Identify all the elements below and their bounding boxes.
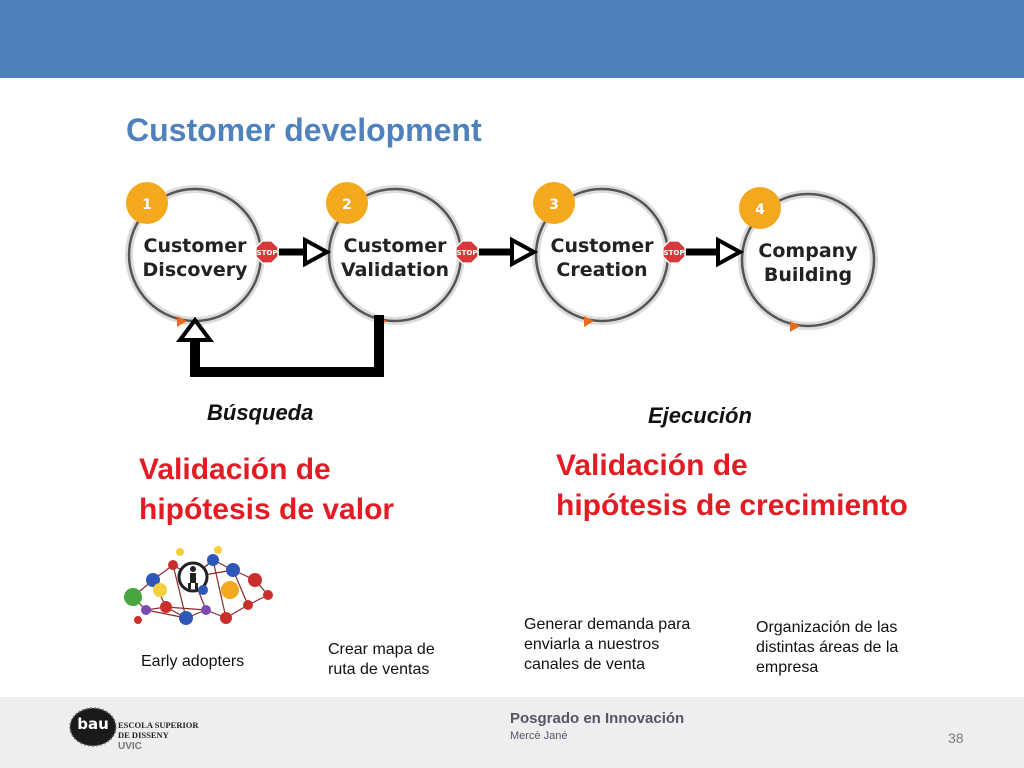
step-label-line1: Customer bbox=[551, 235, 655, 257]
demand-generation-line3: canales de venta bbox=[524, 656, 645, 673]
organization-line1: Organización de las bbox=[756, 619, 898, 636]
feedback-loop-arrowhead bbox=[176, 316, 214, 342]
sales-roadmap-line2: ruta de ventas bbox=[328, 661, 430, 678]
stop-sign-icon bbox=[255, 240, 279, 264]
step-number-badge bbox=[533, 182, 575, 224]
stop-sign-label: STOP bbox=[664, 249, 685, 257]
stop-sign-label: STOP bbox=[257, 249, 278, 257]
step-label-line1: Customer bbox=[144, 235, 248, 257]
step-label-line2: Validation bbox=[341, 259, 449, 281]
page-number: 38 bbox=[948, 730, 964, 746]
step-label-line1: Company bbox=[758, 240, 858, 262]
step-connector: STOP bbox=[455, 236, 539, 268]
stop-sign-icon bbox=[455, 240, 479, 264]
growth-hypothesis-line2: hipótesis de crecimiento bbox=[556, 489, 908, 522]
demand-generation-note: Generar demanda para enviarla a nuestros… bbox=[524, 615, 690, 675]
arrowhead-icon bbox=[716, 236, 745, 268]
step-number: 4 bbox=[755, 202, 765, 218]
early-adopters-caption: Early adopters bbox=[141, 653, 245, 670]
step-connector: STOP bbox=[662, 236, 745, 268]
phase-label-search: Búsqueda bbox=[207, 400, 314, 425]
organization-line3: empresa bbox=[756, 659, 819, 676]
sales-roadmap-note: Crear mapa de ruta de ventas bbox=[328, 640, 435, 680]
cycle-arrow-icon bbox=[177, 316, 187, 327]
slide-title: Customer development bbox=[126, 112, 482, 148]
growth-hypothesis-line1: Validación de bbox=[556, 449, 748, 482]
growth-hypothesis-heading: Validación de hipótesis de crecimiento bbox=[556, 446, 908, 526]
step-label-line2: Building bbox=[764, 264, 852, 286]
step-label-line2: Creation bbox=[556, 259, 647, 281]
value-hypothesis-line1: Validación de bbox=[139, 453, 331, 486]
organization-note: Organización de las distintas áreas de l… bbox=[756, 618, 898, 678]
step-number-badge bbox=[739, 187, 781, 229]
arrowhead-icon bbox=[303, 236, 332, 268]
early-adopters-network-illustration bbox=[124, 546, 273, 625]
step-number: 2 bbox=[342, 197, 352, 213]
value-hypothesis-heading: Validación de hipótesis de valor bbox=[139, 450, 394, 530]
phase-label-execution: Ejecución bbox=[648, 403, 752, 428]
cycle-arrow-icon bbox=[584, 316, 594, 327]
customer-development-diagram: 1CustomerDiscovery2CustomerValidation3Cu… bbox=[125, 182, 878, 377]
footer-program-title: Posgrado en Innovación bbox=[510, 710, 685, 727]
organization-line2: distintas áreas de la bbox=[756, 639, 899, 656]
step-label-line2: Discovery bbox=[143, 259, 249, 281]
steps-layer: 1CustomerDiscovery2CustomerValidation3Cu… bbox=[125, 182, 878, 332]
step-number: 3 bbox=[549, 197, 559, 213]
demand-generation-line1: Generar demanda para bbox=[524, 616, 691, 633]
sales-roadmap-line1: Crear mapa de bbox=[328, 641, 435, 658]
step-number-badge bbox=[326, 182, 368, 224]
footer-bar bbox=[0, 697, 1024, 768]
step-circle bbox=[740, 192, 876, 328]
footer-author: Mercè Jané bbox=[510, 730, 568, 742]
bau-logo: bau bbox=[69, 707, 117, 747]
value-hypothesis-line2: hipótesis de valor bbox=[139, 493, 395, 526]
bau-logo-text: bau bbox=[77, 715, 109, 733]
step-number: 1 bbox=[142, 197, 152, 213]
top-banner bbox=[0, 0, 1024, 78]
arrowhead-icon bbox=[510, 236, 539, 268]
cycle-arrow-icon bbox=[790, 321, 800, 332]
stop-sign-icon bbox=[662, 240, 686, 264]
school-name-line2: DE DISSENY bbox=[118, 730, 169, 740]
stop-sign-label: STOP bbox=[457, 249, 478, 257]
demand-generation-line2: enviarla a nuestros bbox=[524, 636, 660, 653]
uvic-logo-text: UVIC bbox=[118, 741, 142, 752]
step-connector: STOP bbox=[255, 236, 332, 268]
school-name-line1: ESCOLA SUPERIOR bbox=[118, 720, 199, 730]
feedback-loop-arrow bbox=[190, 315, 384, 377]
step-number-badge bbox=[126, 182, 168, 224]
step-label-line1: Customer bbox=[344, 235, 448, 257]
